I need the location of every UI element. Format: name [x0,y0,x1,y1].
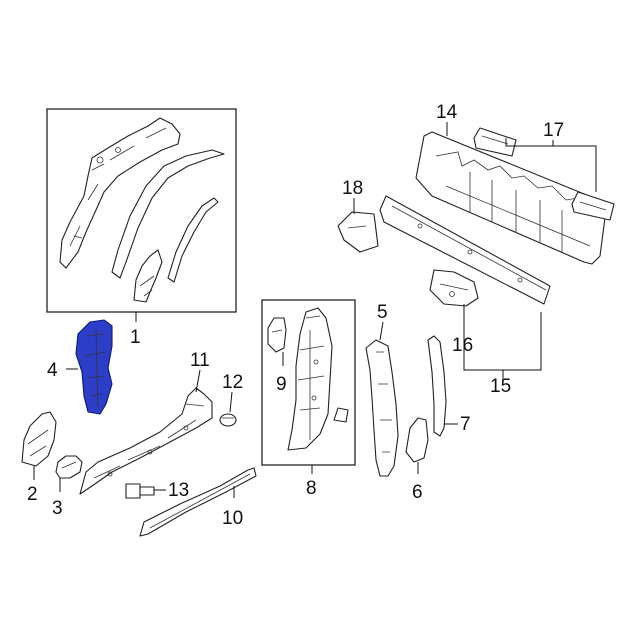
callout-3: 3 [52,498,63,519]
part-6-bracket [405,417,429,463]
callout-9: 9 [276,374,287,395]
part-4-shape [75,319,113,415]
part-16-hinge-bracket [429,269,479,307]
part-10-rocker-outer [139,467,257,537]
callout-8: 8 [306,478,317,499]
callout-16: 16 [452,335,473,356]
part-2-bracket [21,411,57,467]
callout-10: 10 [222,508,243,529]
part-4-pillar-reinforcement [75,319,113,415]
part-12-clip [219,413,237,427]
part-8-center-pillar [287,307,349,451]
part-17-pads [473,127,615,221]
part-11-rocker-inner [79,387,213,495]
leader-17 [505,138,597,192]
part-1-quarter-inner [59,117,225,303]
callout-6: 6 [412,482,423,503]
group-box-1 [46,108,237,313]
part-14-back-panel [415,131,607,265]
callout-12: 12 [222,372,243,393]
callout-18: 18 [342,178,363,199]
leader-15 [463,312,542,371]
callout-14: 14 [436,102,458,123]
callout-11: 11 [190,350,210,371]
leader-12 [229,391,233,413]
part-18-block [337,211,379,253]
group-box-8 [261,299,356,466]
callout-15: 15 [490,376,511,397]
callout-4: 4 [47,360,58,381]
part-3-plug [55,455,83,479]
leader-5 [379,321,384,341]
callout-5: 5 [377,302,388,323]
callout-17: 17 [543,120,564,141]
callout-13: 13 [168,480,189,501]
part-9-bracket [267,317,287,353]
part-15-rail [379,195,551,305]
part-5-rear-pillar [365,339,399,477]
part-13-bolt [125,483,155,499]
part-7-strip [427,335,447,437]
callout-2: 2 [27,484,38,505]
callout-7: 7 [460,414,471,435]
callout-1: 1 [130,327,141,348]
leader-11 [195,369,201,393]
